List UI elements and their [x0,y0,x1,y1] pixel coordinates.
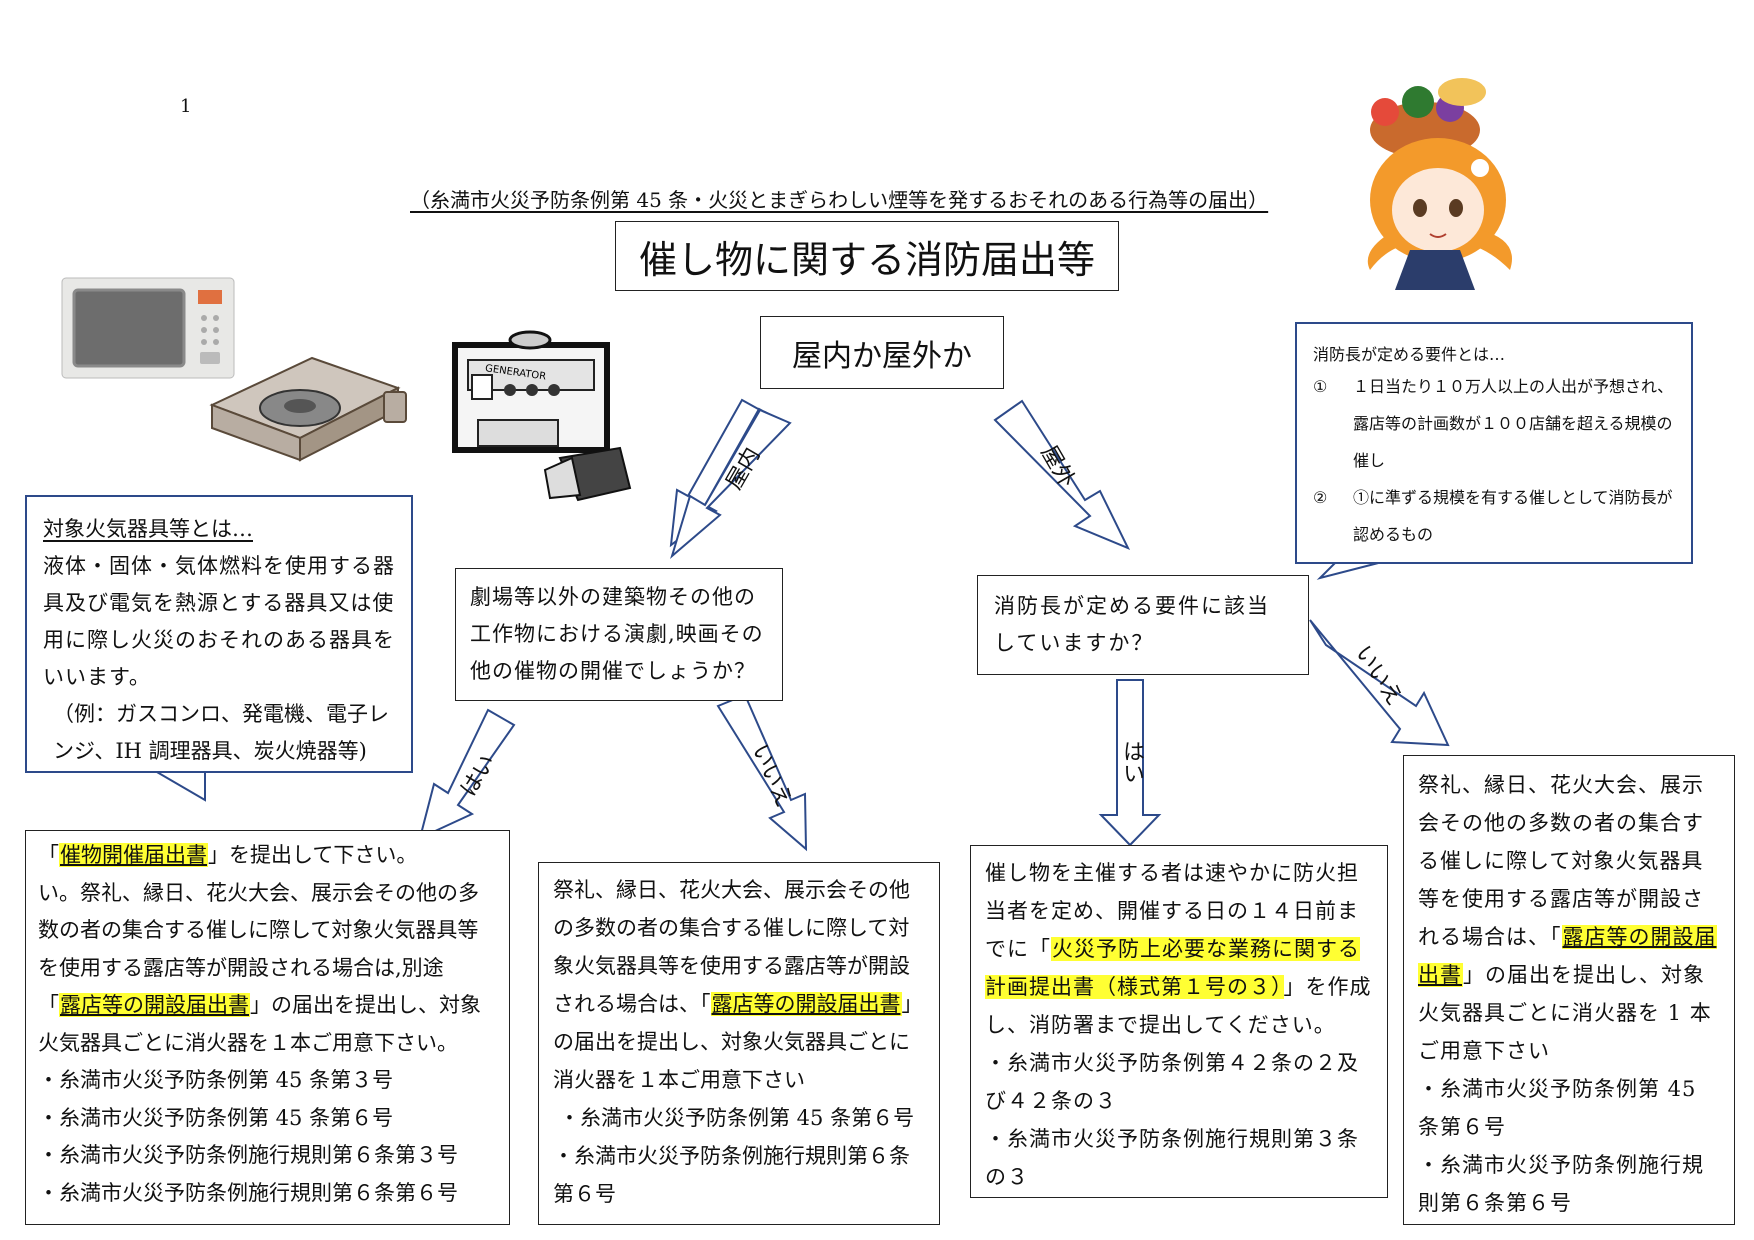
result2-ref-1: ・糸満市火災予防条例第 45 条第６号 [559,1106,915,1130]
result4-pre: 祭礼、縁日、花火大会、展示会その他の多数の者の集合する催しに際して対象火気器具等… [1418,773,1704,949]
result2-highlight-stall: 露店等の開設届出書 [710,992,902,1016]
mascot-illustration [1367,78,1512,290]
requirements-head: 消防長が定める要件とは… [1313,345,1506,364]
page-title-text: 催し物に関する消防届出等 [638,237,1095,282]
page-number: 1 [180,96,192,117]
page-title: 催し物に関する消防届出等 [615,221,1119,291]
arrow-outdoor [993,399,1131,550]
definition-example: （例：ガスコンロ、発電機、電子レンジ、IH 調理器具、炭火焼器等) [53,702,389,763]
result1-highlight-stall: 露店等の開設届出書 [59,993,250,1017]
question-indoor: 劇場等以外の建築物その他の工作物における演劇,映画その他の催物の開催でしょうか？ [470,585,764,683]
result4-box: 祭礼、縁日、花火大会、展示会その他の多数の者の集合する催しに際して対象火気器具等… [1403,755,1735,1225]
requirements-item1: １日当たり１０万人以上の人出が予想され、露店等の計画数が１００店舗を超える規模の… [1353,377,1674,470]
microwave-illustration [61,277,235,379]
result1-ref-2: ・糸満市火災予防条例第 45 条第６号 [38,1105,394,1130]
result2-post: 」の届出を提出し、対象火気器具ごとに消火器を１本ご用意下さい [553,992,923,1092]
question-main: 屋内か屋外か [792,338,972,374]
subtitle: （糸満市火災予防条例第 45 条・火災とまぎらわしい煙等を発するおそれのある行為… [410,188,1269,212]
label-yes-outdoor: はい [1119,740,1144,784]
generator-illustration [452,330,632,502]
gas-stove-illustration [209,356,407,462]
arrow-no-outdoor [1309,619,1450,747]
result1-mid: 」を提出して下さい。 [208,843,418,867]
arrow-yes-outdoor [1098,679,1162,847]
definition-body: 液体・固体・気体燃料を使用する器具及び電気を熱源とする器具又は使用に際し火災のお… [43,554,395,689]
arrow-no-indoor [716,693,808,852]
result3-ref-2: ・糸満市火災予防条例施行規則第３条の３ [985,1127,1359,1189]
result1-ref-3: ・糸満市火災予防条例施行規則第６条第３号 [38,1143,458,1167]
definition-callout: 対象火気器具等とは… 液体・固体・気体燃料を使用する器具及び電気を熱源とする器具… [25,495,413,773]
result1-ref-1: ・糸満市火災予防条例第 45 条第３号 [38,1068,394,1092]
result4-ref-2: ・糸満市火災予防条例施行規則第６条第６号 [1418,1153,1704,1215]
result3-post: 」を作成し、消防署まで提出してください。 [985,975,1372,1037]
result3-box: 催し物を主催する者は速やかに防火担当者を定め、開催する日の１４日前までに「火災予… [970,845,1388,1198]
result1-pre2: 「 [38,993,59,1017]
result1-pre: 「 [38,843,59,867]
result2-box: 祭礼、縁日、花火大会、展示会その他の多数の者の集合する催しに際して対象火気器具等… [538,862,940,1225]
requirements-item2-num: ② [1313,488,1328,507]
result3-pre: 催し物を主催する者は速やかに防火担当者を定め、開催する日の１４日前までに「 [985,861,1359,961]
result1-ref-4: ・糸満市火災予防条例施行規則第６条第６号 [38,1180,458,1205]
definition-head: 対象火気器具等とは… [43,517,253,541]
question-main-box: 屋内か屋外か [760,316,1004,389]
arrow-yes-indoor [418,708,516,840]
result4-post: 」の届出を提出し、対象火気器具ごとに消火器を 1 本ご用意下さい [1418,963,1712,1063]
result1-body: い。祭礼、縁日、花火大会、展示会その他の多数の者の集合する催しに際して対象火気器… [38,880,479,980]
result1-box: 「催物開催届出書」を提出して下さい。 い。祭礼、縁日、花火大会、展示会その他の多… [25,830,510,1225]
result4-ref-1: ・糸満市火災予防条例第 45 条第６号 [1418,1077,1697,1139]
requirements-callout: 消防長が定める要件とは… ① １日当たり１０万人以上の人出が予想され、露店等の計… [1295,322,1693,564]
result2-ref-2: ・糸満市火災予防条例施行規則第６条第６号 [553,1144,910,1206]
result1-highlight-event: 催物開催届出書 [59,843,208,867]
question-outdoor-box: 消防長が定める要件に該当していますか？ [977,575,1309,675]
requirements-item1-num: ① [1313,377,1328,396]
result2-pre: 祭礼、縁日、花火大会、展示会その他の多数の者の集合する催しに際して対象火気器具等… [553,878,910,1016]
question-indoor-box: 劇場等以外の建築物その他の工作物における演劇,映画その他の催物の開催でしょうか？ [455,568,783,701]
requirements-item2: ①に準ずる規模を有する催しとして消防長が認めるもの [1353,488,1673,544]
result1-post2: 」の届出を提出し、対象火気器具ごとに消火器を１本ご用意下さい。 [38,993,481,1055]
result3-ref-1: ・糸満市火災予防条例第４２条の２及び４２条の３ [985,1051,1359,1113]
question-outdoor: 消防長が定める要件に該当していますか？ [994,594,1270,655]
